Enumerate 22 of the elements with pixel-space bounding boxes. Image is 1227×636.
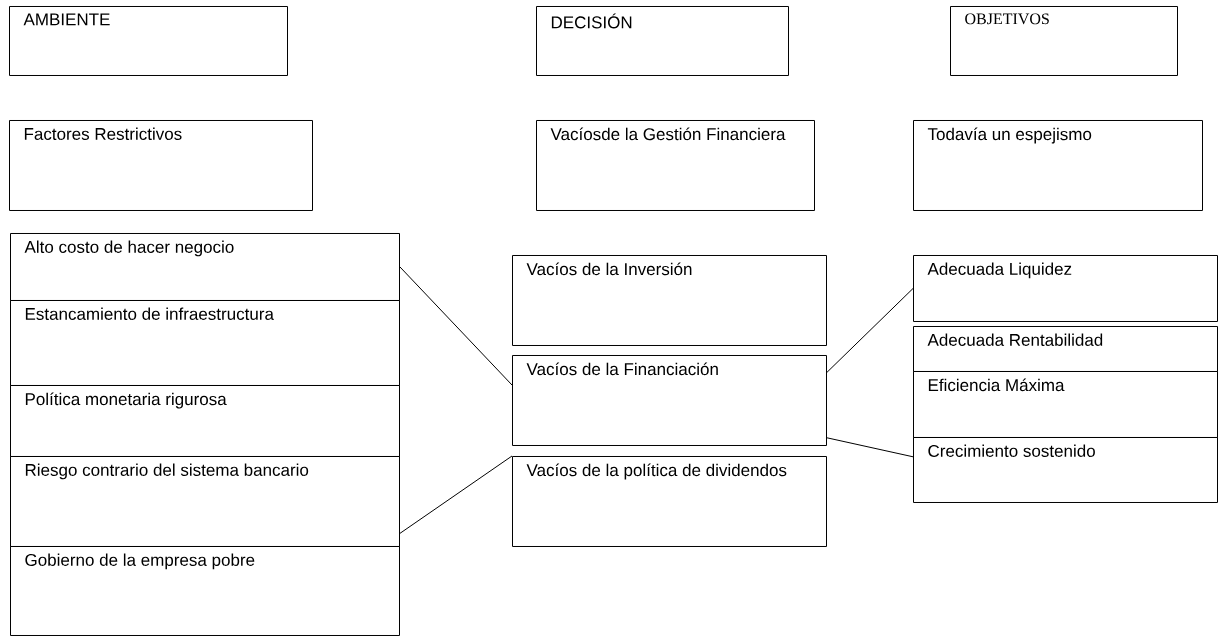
- text-box: Estancamiento de infraestructura: [10, 300, 400, 386]
- text-box: Riesgo contrario del sistema bancario: [10, 456, 400, 547]
- text-box: Vacíos de la política de dividendos: [512, 456, 827, 547]
- text-box: Gobierno de la empresa pobre: [10, 546, 400, 636]
- connector-line: [399, 455, 513, 534]
- text-box: Vacíosde la Gestión Financiera: [536, 120, 815, 211]
- text-box: Adecuada Liquidez: [913, 255, 1218, 322]
- text-box: Vacíos de la Inversión: [512, 255, 827, 346]
- text-box: AMBIENTE: [9, 6, 288, 76]
- text-box: Crecimiento sostenido: [913, 437, 1218, 503]
- text-box: Alto costo de hacer negocio: [10, 233, 400, 301]
- text-box: Adecuada Rentabilidad: [913, 326, 1218, 372]
- text-box: OBJETIVOS: [950, 6, 1178, 76]
- text-box: DECISIÓN: [536, 6, 789, 76]
- text-box: Vacíos de la Financiación: [512, 355, 827, 446]
- connector-line: [399, 266, 513, 386]
- text-box: Factores Restrictivos: [9, 120, 313, 211]
- connector-line: [826, 437, 914, 458]
- connector-line: [826, 288, 914, 373]
- text-box: Todavía un espejismo: [913, 120, 1203, 211]
- text-box: Política monetaria rigurosa: [10, 385, 400, 457]
- text-box: Eficiencia Máxima: [913, 371, 1218, 438]
